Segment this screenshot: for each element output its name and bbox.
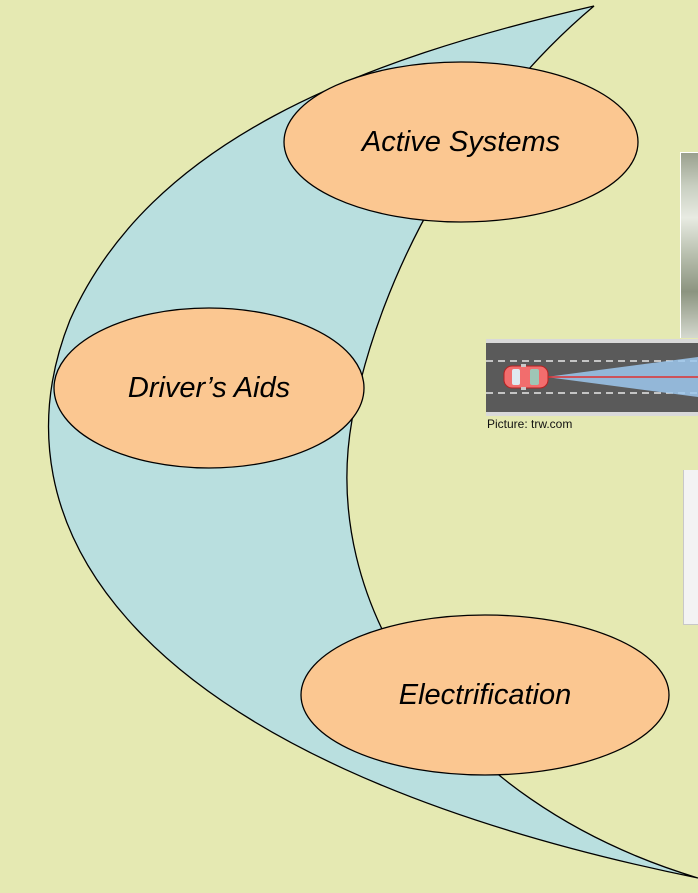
node-active-systems xyxy=(283,61,639,223)
node-label-electrification: Electrification xyxy=(398,678,572,711)
picture-credit-caption: Picture: trw.com xyxy=(487,417,573,431)
crescent-shape xyxy=(47,5,698,879)
node-label-active-systems: Active Systems xyxy=(361,125,561,158)
road-photo-image xyxy=(680,152,698,338)
radar-road-illustration xyxy=(486,339,698,416)
partial-image-card xyxy=(683,470,698,625)
car-icon xyxy=(503,364,549,390)
node-drivers-aids xyxy=(53,307,365,469)
node-label-drivers-aids: Driver’s Aids xyxy=(127,371,291,404)
node-electrification xyxy=(300,614,670,776)
radar-road-graphic xyxy=(486,357,698,397)
